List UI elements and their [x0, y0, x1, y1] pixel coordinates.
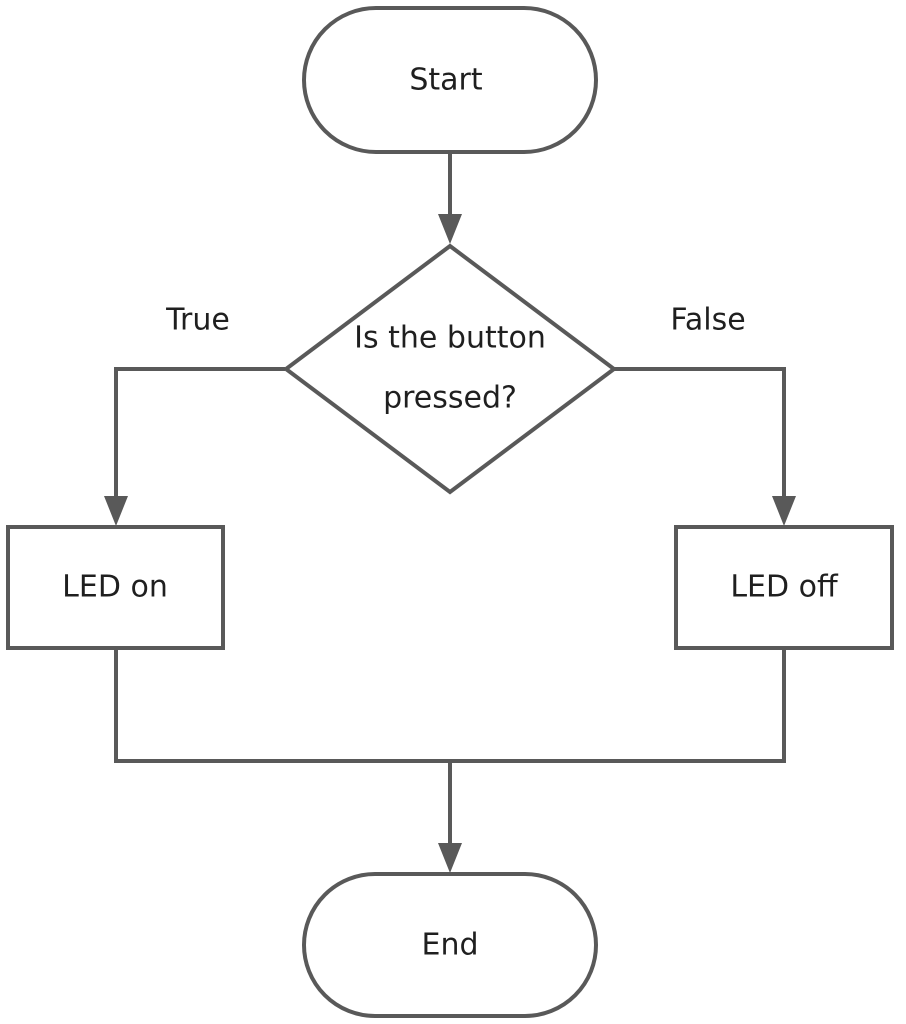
led-on-box [6, 525, 225, 650]
decision-label-line1: Is the button [354, 321, 546, 356]
end-terminal [302, 872, 598, 1018]
led-off-box [674, 525, 894, 650]
start-label: Start [409, 63, 483, 98]
led-on-label: LED on [62, 570, 168, 605]
decision-diamond [282, 243, 618, 495]
connector-false-branch [614, 367, 786, 508]
led-off-label: LED off [730, 570, 839, 605]
start-terminal [302, 6, 598, 154]
connector-true-branch [114, 367, 285, 508]
end-label: End [421, 928, 478, 963]
decision-label-line2: pressed? [383, 381, 517, 416]
connector-led-on-merge [114, 649, 786, 763]
arrowhead-led-on [104, 496, 128, 526]
arrowhead-end [438, 843, 462, 873]
true-branch-label: True [165, 303, 230, 338]
arrowhead-led-off [772, 496, 796, 526]
false-branch-label: False [670, 303, 745, 338]
arrowhead-decision [438, 214, 462, 244]
